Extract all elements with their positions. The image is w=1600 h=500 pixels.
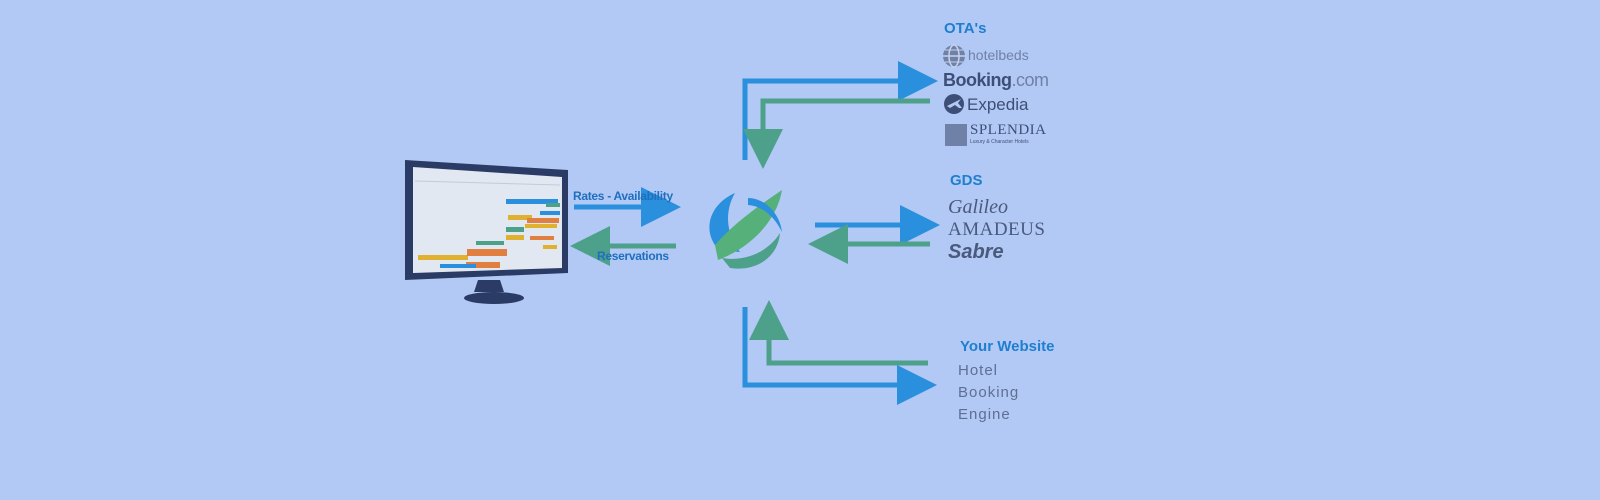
booking-engine-line-3: Engine <box>958 406 1011 423</box>
splendia-tagline: Luxury & Character Hotels <box>970 139 1029 145</box>
booking-engine-line-2: Booking <box>958 384 1020 401</box>
expedia-logo: Expedia <box>967 95 1029 114</box>
website-heading: Your Website <box>960 338 1055 355</box>
ota-heading: OTA's <box>944 20 987 37</box>
booking-engine-line-1: Hotel <box>958 362 999 379</box>
square-logo-icon <box>945 124 967 146</box>
booking-com-logo: Booking.com <box>943 70 1049 91</box>
rates-availability-label: Rates - Availability <box>573 189 673 203</box>
amadeus-logo: AMADEUS <box>948 219 1046 240</box>
globe-icon <box>943 44 965 68</box>
gds-heading: GDS <box>950 172 983 189</box>
channel-manager-logo-icon <box>709 190 782 269</box>
galileo-logo: Galileo <box>948 196 1008 218</box>
sabre-logo: Sabre <box>948 241 1004 263</box>
reservations-label: Reservations <box>597 249 669 263</box>
ota-outbound-arrow <box>742 61 938 160</box>
splendia-logo: SPLENDIA <box>970 122 1047 138</box>
booking-com-suffix: .com <box>1011 70 1050 90</box>
website-inbound-arrow <box>749 300 928 366</box>
hotelbeds-logo: hotelbeds <box>968 47 1029 63</box>
booking-com-name: Booking <box>943 70 1012 90</box>
website-outbound-arrow <box>742 307 937 405</box>
schedule-grid <box>414 180 561 268</box>
ota-inbound-arrow <box>743 98 930 169</box>
monitor-icon <box>405 160 568 304</box>
plane-icon <box>944 94 964 114</box>
